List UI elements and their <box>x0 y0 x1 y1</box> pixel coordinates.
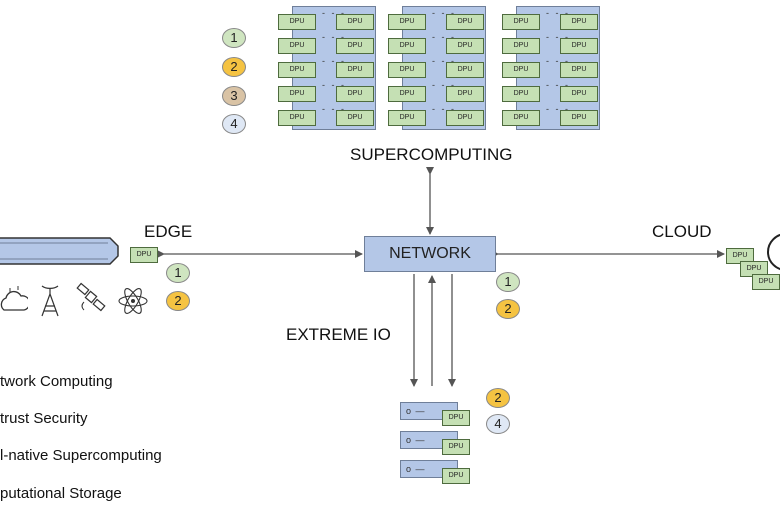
rack-dashes: - - - <box>432 32 456 42</box>
rack-dpu: DPU <box>502 38 540 54</box>
rack-dpu: DPU <box>278 62 316 78</box>
rack-dashes: - - - <box>322 80 346 90</box>
radio-tower-icon <box>41 285 59 317</box>
rack-dpu: DPU <box>502 14 540 30</box>
rack-dpu: DPU <box>560 62 598 78</box>
legend-item-3: l-native Supercomputing <box>0 447 162 464</box>
server-indicator: o — <box>406 464 426 474</box>
edge-device <box>0 236 124 266</box>
rack-dpu: DPU <box>278 86 316 102</box>
legend-item-1: twork Computing <box>0 373 113 390</box>
rack-dpu: DPU <box>278 14 316 30</box>
server-indicator: o — <box>406 435 426 445</box>
storage-dpu-3: DPU <box>442 468 470 484</box>
rack-dpu: DPU <box>388 14 426 30</box>
rack-dashes: - - - <box>322 104 346 114</box>
badge-1-top: 1 <box>222 28 246 48</box>
rack-dpu: DPU <box>388 86 426 102</box>
rack-dpu: DPU <box>446 110 484 126</box>
cloud-dpu-3: DPU <box>752 274 780 290</box>
rack-dpu: DPU <box>446 14 484 30</box>
rack-dpu: DPU <box>336 14 374 30</box>
rack-dashes: - - - <box>432 80 456 90</box>
rack-dpu: DPU <box>388 38 426 54</box>
rack-dashes: - - - <box>546 104 570 114</box>
storage-dpu-1: DPU <box>442 410 470 426</box>
rack-dashes: - - - <box>546 8 570 18</box>
badge-1-network: 1 <box>496 272 520 292</box>
rack-dpu: DPU <box>388 62 426 78</box>
server-indicator: o — <box>406 406 426 416</box>
badge-1-edge: 1 <box>166 263 190 283</box>
rack-dpu: DPU <box>446 86 484 102</box>
rack-dpu: DPU <box>336 62 374 78</box>
rack-dpu: DPU <box>336 38 374 54</box>
rack-dpu: DPU <box>502 62 540 78</box>
badge-2-top: 2 <box>222 57 246 77</box>
rack-dpu: DPU <box>502 86 540 102</box>
rack-dpu: DPU <box>388 110 426 126</box>
rack-dashes: - - - <box>546 32 570 42</box>
rack-dpu: DPU <box>502 110 540 126</box>
edge-label: EDGE <box>144 222 193 241</box>
extreme-io-label: EXTREME IO <box>286 325 391 344</box>
atom-icon <box>118 288 148 314</box>
rack-dashes: - - - <box>432 104 456 114</box>
rack-dpu: DPU <box>336 86 374 102</box>
rack-dpu: DPU <box>446 38 484 54</box>
badge-2-storage: 2 <box>486 388 510 408</box>
satellite-icon <box>76 282 106 312</box>
legend-item-2: trust Security <box>0 410 88 427</box>
network-box: NETWORK <box>364 236 496 272</box>
rack-dashes: - - - <box>432 8 456 18</box>
rack-dashes: - - - <box>432 56 456 66</box>
badge-2-network: 2 <box>496 299 520 319</box>
globe-icon <box>767 233 780 271</box>
rack-dpu: DPU <box>560 38 598 54</box>
cloud-dpu-1: DPU <box>726 248 754 264</box>
rack-dpu: DPU <box>278 38 316 54</box>
rack-dashes: - - - <box>322 32 346 42</box>
cloud-label: CLOUD <box>652 222 712 241</box>
badge-3-top: 3 <box>222 86 246 106</box>
edge-dpu: DPU <box>130 247 158 263</box>
supercomputing-label: SUPERCOMPUTING <box>350 145 513 164</box>
rack-dpu: DPU <box>336 110 374 126</box>
rack-dashes: - - - <box>546 56 570 66</box>
badge-4-storage: 4 <box>486 414 510 434</box>
rack-dashes: - - - <box>322 8 346 18</box>
badge-4-top: 4 <box>222 114 246 134</box>
legend-item-4: putational Storage <box>0 485 122 502</box>
rack-dpu: DPU <box>446 62 484 78</box>
rack-dpu: DPU <box>560 110 598 126</box>
rack-dashes: - - - <box>322 56 346 66</box>
rack-dpu: DPU <box>560 14 598 30</box>
cloud-icon <box>0 286 28 311</box>
badge-2-edge: 2 <box>166 291 190 311</box>
rack-dpu: DPU <box>278 110 316 126</box>
storage-dpu-2: DPU <box>442 439 470 455</box>
rack-dashes: - - - <box>546 80 570 90</box>
rack-dpu: DPU <box>560 86 598 102</box>
